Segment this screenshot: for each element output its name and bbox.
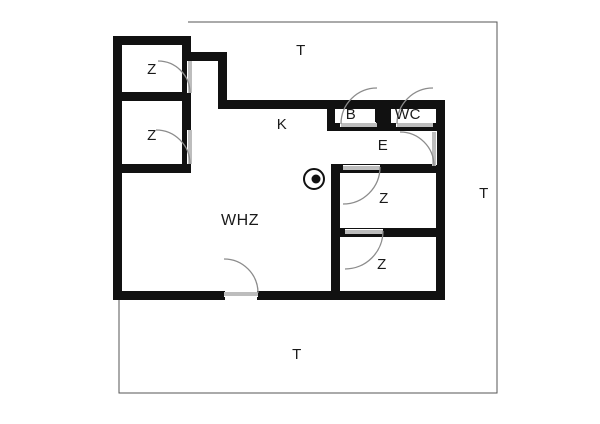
wall-right-outer bbox=[436, 100, 445, 300]
door-arc-entry bbox=[223, 258, 259, 294]
label-t-right: T bbox=[479, 185, 489, 202]
door-arc-b bbox=[340, 87, 378, 125]
label-z-1: Z bbox=[147, 61, 157, 78]
label-e: E bbox=[378, 137, 389, 154]
label-whz: WHZ bbox=[221, 212, 259, 229]
walls-group bbox=[113, 36, 445, 300]
door-arc-z1 bbox=[157, 60, 191, 94]
label-wc: WC bbox=[395, 106, 421, 123]
wall-step-horizontal-1 bbox=[182, 52, 227, 61]
wall-b-right bbox=[375, 100, 383, 131]
wall-left-room-bottom bbox=[113, 164, 191, 173]
terrace-outline-group bbox=[118, 21, 498, 394]
door-arc-e bbox=[399, 131, 435, 167]
stove-symbol-dot bbox=[311, 174, 321, 184]
label-z-2: Z bbox=[147, 127, 157, 144]
label-t-bottom: T bbox=[292, 346, 302, 363]
door-arc-wc bbox=[396, 87, 434, 125]
label-z-4: Z bbox=[377, 256, 387, 273]
door-arcs-group bbox=[155, 60, 435, 294]
wall-left-room-right bbox=[182, 36, 191, 172]
label-k: K bbox=[277, 116, 288, 133]
wall-bottom-left bbox=[113, 291, 225, 300]
wall-top-left-segment bbox=[113, 36, 191, 45]
label-z-3: Z bbox=[379, 190, 389, 207]
door-arc-z4 bbox=[344, 230, 384, 270]
room-labels-group: Z Z T K B WC E T Z Z WHZ T bbox=[147, 42, 489, 363]
wall-bedroom-block-top bbox=[331, 164, 440, 173]
wall-wc-left bbox=[383, 100, 391, 131]
terrace-outline bbox=[118, 21, 498, 394]
fixtures-group bbox=[303, 168, 325, 190]
wall-left-room-divider bbox=[113, 92, 191, 101]
wall-bedroom-divider bbox=[331, 228, 440, 237]
label-b: B bbox=[346, 106, 357, 123]
door-arc-z3 bbox=[342, 166, 381, 205]
door-arc-z2 bbox=[155, 129, 191, 165]
label-t-top: T bbox=[296, 42, 306, 59]
wall-step-vertical-2 bbox=[218, 52, 227, 109]
wall-b-left bbox=[327, 100, 335, 131]
wall-bottom-right bbox=[257, 291, 445, 300]
